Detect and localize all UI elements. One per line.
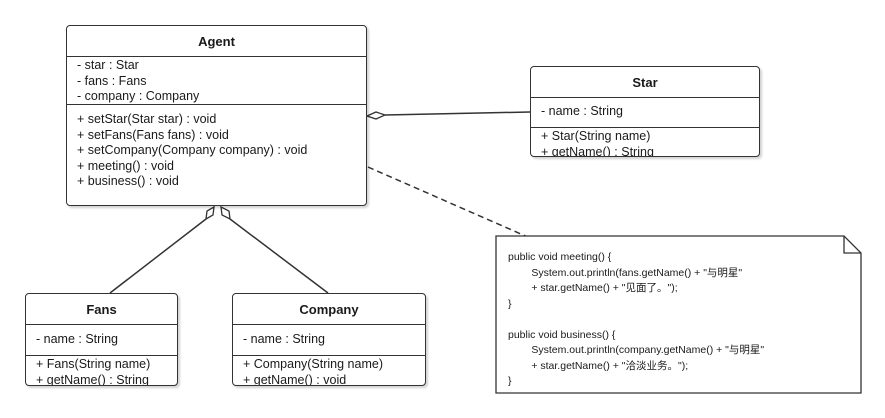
note-line: System.out.println(company.getName() + "… (508, 344, 765, 356)
agent-fans-aggregation-diamond (205, 205, 215, 221)
note-line: } (508, 297, 512, 310)
class-fans-attributes: - name : String (26, 325, 177, 355)
attribute: - name : String (243, 332, 325, 346)
method: + getName() : String (36, 372, 149, 386)
class-star-title: Star (531, 67, 759, 98)
class-agent[interactable]: Agent - star : Star - fans : Fans - comp… (66, 25, 367, 206)
note-fold (843, 236, 861, 254)
method: + meeting() : void (77, 158, 174, 173)
attribute: - company : Company (77, 89, 200, 103)
method: + getName() : String (541, 144, 654, 157)
attribute: - fans : Fans (77, 73, 147, 88)
note-line: public void business() { (508, 328, 616, 341)
class-agent-attributes: - star : Star - fans : Fans - company : … (67, 57, 366, 104)
class-fans-title: Fans (26, 294, 177, 325)
class-fans[interactable]: Fans - name : String + Fans(String name)… (25, 293, 178, 386)
method: + setCompany(Company company) : void (77, 143, 308, 157)
attribute: - name : String (541, 104, 623, 118)
class-star-methods: + Star(String name) + getName() : String (531, 127, 759, 157)
note-line: + star.getName() + "见面了。"); (508, 282, 678, 294)
agent-company-aggregation-diamond (220, 205, 231, 221)
agent-company-aggregation-line (229, 218, 329, 294)
class-company-title: Company (233, 294, 425, 325)
note-line: + star.getName() + "洽淡业务。"); (508, 359, 689, 372)
class-star[interactable]: Star - name : String + Star(String name)… (530, 66, 760, 157)
note-line (508, 312, 861, 328)
attribute: - name : String (36, 332, 118, 346)
class-fans-methods: + Fans(String name) + getName() : String (26, 355, 177, 386)
class-company[interactable]: Company - name : String + Company(String… (232, 293, 426, 386)
method: + Company(String name) (243, 357, 383, 371)
note-shape (495, 235, 862, 394)
code-note[interactable]: public void meeting() { System.out.print… (496, 236, 861, 393)
class-star-attributes: - name : String (531, 98, 759, 127)
method: + getName() : void (243, 372, 347, 386)
class-company-methods: + Company(String name) + getName() : voi… (233, 355, 425, 386)
note-connector (367, 166, 531, 239)
agent-star-aggregation-line (384, 111, 531, 116)
agent-fans-aggregation-line (109, 218, 207, 294)
class-agent-methods: + setStar(Star star) : void + setFans(Fa… (67, 104, 366, 192)
agent-star-aggregation-diamond (365, 111, 387, 120)
class-company-attributes: - name : String (233, 325, 425, 355)
method: + Fans(String name) (36, 357, 151, 371)
note-line: } (508, 375, 512, 387)
method: + setFans(Fans fans) : void (77, 127, 229, 142)
method: + setStar(Star star) : void (77, 112, 217, 126)
attribute: - star : Star (77, 58, 139, 72)
method: + business() : void (77, 174, 179, 188)
note-line: public void meeting() { (508, 251, 612, 263)
class-agent-title: Agent (67, 26, 366, 57)
method: + Star(String name) (541, 129, 651, 143)
note-line: System.out.println(fans.getName() + "与明星… (508, 266, 743, 279)
